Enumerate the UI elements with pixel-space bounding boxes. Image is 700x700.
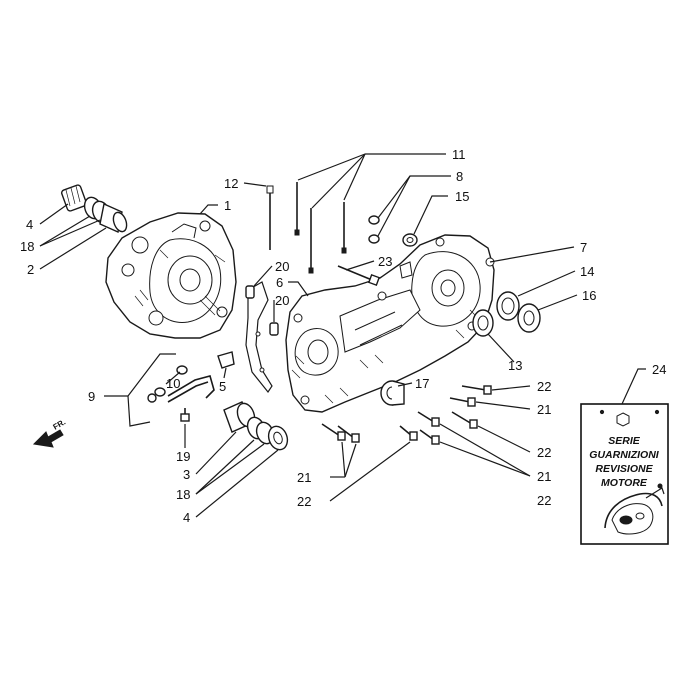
callout-21-right: 21 <box>537 402 551 417</box>
kit-card-line-1: SERIE <box>608 435 641 447</box>
callout-16: 16 <box>582 288 596 303</box>
kit-card-line-2: GUARNIZIONI <box>589 449 659 461</box>
callout-22-bottom: 22 <box>297 494 311 509</box>
nuts <box>368 215 380 244</box>
callout-17: 17 <box>415 376 429 391</box>
left-plug-assembly <box>60 184 128 233</box>
callout-1: 1 <box>224 198 231 213</box>
callout-6: 6 <box>276 275 283 290</box>
gasket-kit-card: SERIE GUARNIZIONI REVISIONE MOTORE <box>580 403 669 545</box>
callout-18-bottom: 18 <box>176 487 190 502</box>
callout-10: 10 <box>166 376 180 391</box>
callout-7: 7 <box>580 240 587 255</box>
crankcase-gasket <box>245 281 273 394</box>
screws <box>321 385 492 445</box>
bearing-16 <box>517 303 541 333</box>
callout-8: 8 <box>456 169 463 184</box>
callout-24: 24 <box>652 362 666 377</box>
callout-20-top: 20 <box>275 259 289 274</box>
oil-pipe <box>147 365 215 403</box>
callout-4-bottom: 4 <box>183 510 190 525</box>
bolt-19 <box>180 408 190 422</box>
callout-2: 2 <box>27 262 34 277</box>
bearing-13 <box>472 309 494 337</box>
callout-21-right-lower: 21 <box>537 469 551 484</box>
right-plug-assembly <box>223 401 289 451</box>
front-direction-arrow: FR. <box>32 417 68 448</box>
cylinder-studs <box>294 182 347 274</box>
callout-4-top: 4 <box>26 217 33 232</box>
callout-15: 15 <box>455 189 469 204</box>
bolt-23 <box>337 265 381 287</box>
callout-3: 3 <box>183 467 190 482</box>
callout-22-right-bottom: 22 <box>537 493 551 508</box>
callout-20-bottom: 20 <box>275 293 289 308</box>
callout-14: 14 <box>580 264 594 279</box>
left-crankcase-half <box>105 212 237 339</box>
front-marker-text: FR. <box>52 417 68 431</box>
callout-22-right-top: 22 <box>537 379 551 394</box>
callout-12: 12 <box>224 176 238 191</box>
callout-11: 11 <box>452 147 466 162</box>
oil-seal <box>402 233 418 247</box>
leader-lines <box>39 153 646 518</box>
long-bolt <box>266 185 274 250</box>
bearing-17 <box>380 380 405 406</box>
callout-18-top: 18 <box>20 239 34 254</box>
callout-9: 9 <box>88 389 95 404</box>
callout-19: 19 <box>176 449 190 464</box>
right-crankcase-half <box>285 234 495 413</box>
callout-labels: 1 4 18 2 12 11 8 15 7 14 16 13 20 6 20 2… <box>20 147 666 525</box>
callout-5: 5 <box>219 379 226 394</box>
kit-card-line-4: MOTORE <box>601 477 648 489</box>
bearing-14 <box>496 291 520 321</box>
clip-5 <box>217 351 235 369</box>
callout-21-bottom: 21 <box>297 470 311 485</box>
callout-23: 23 <box>378 254 392 269</box>
callout-22-right-mid: 22 <box>537 445 551 460</box>
callout-13: 13 <box>508 358 522 373</box>
dowel-pins <box>245 285 279 336</box>
kit-card-line-3: REVISIONE <box>595 463 653 475</box>
